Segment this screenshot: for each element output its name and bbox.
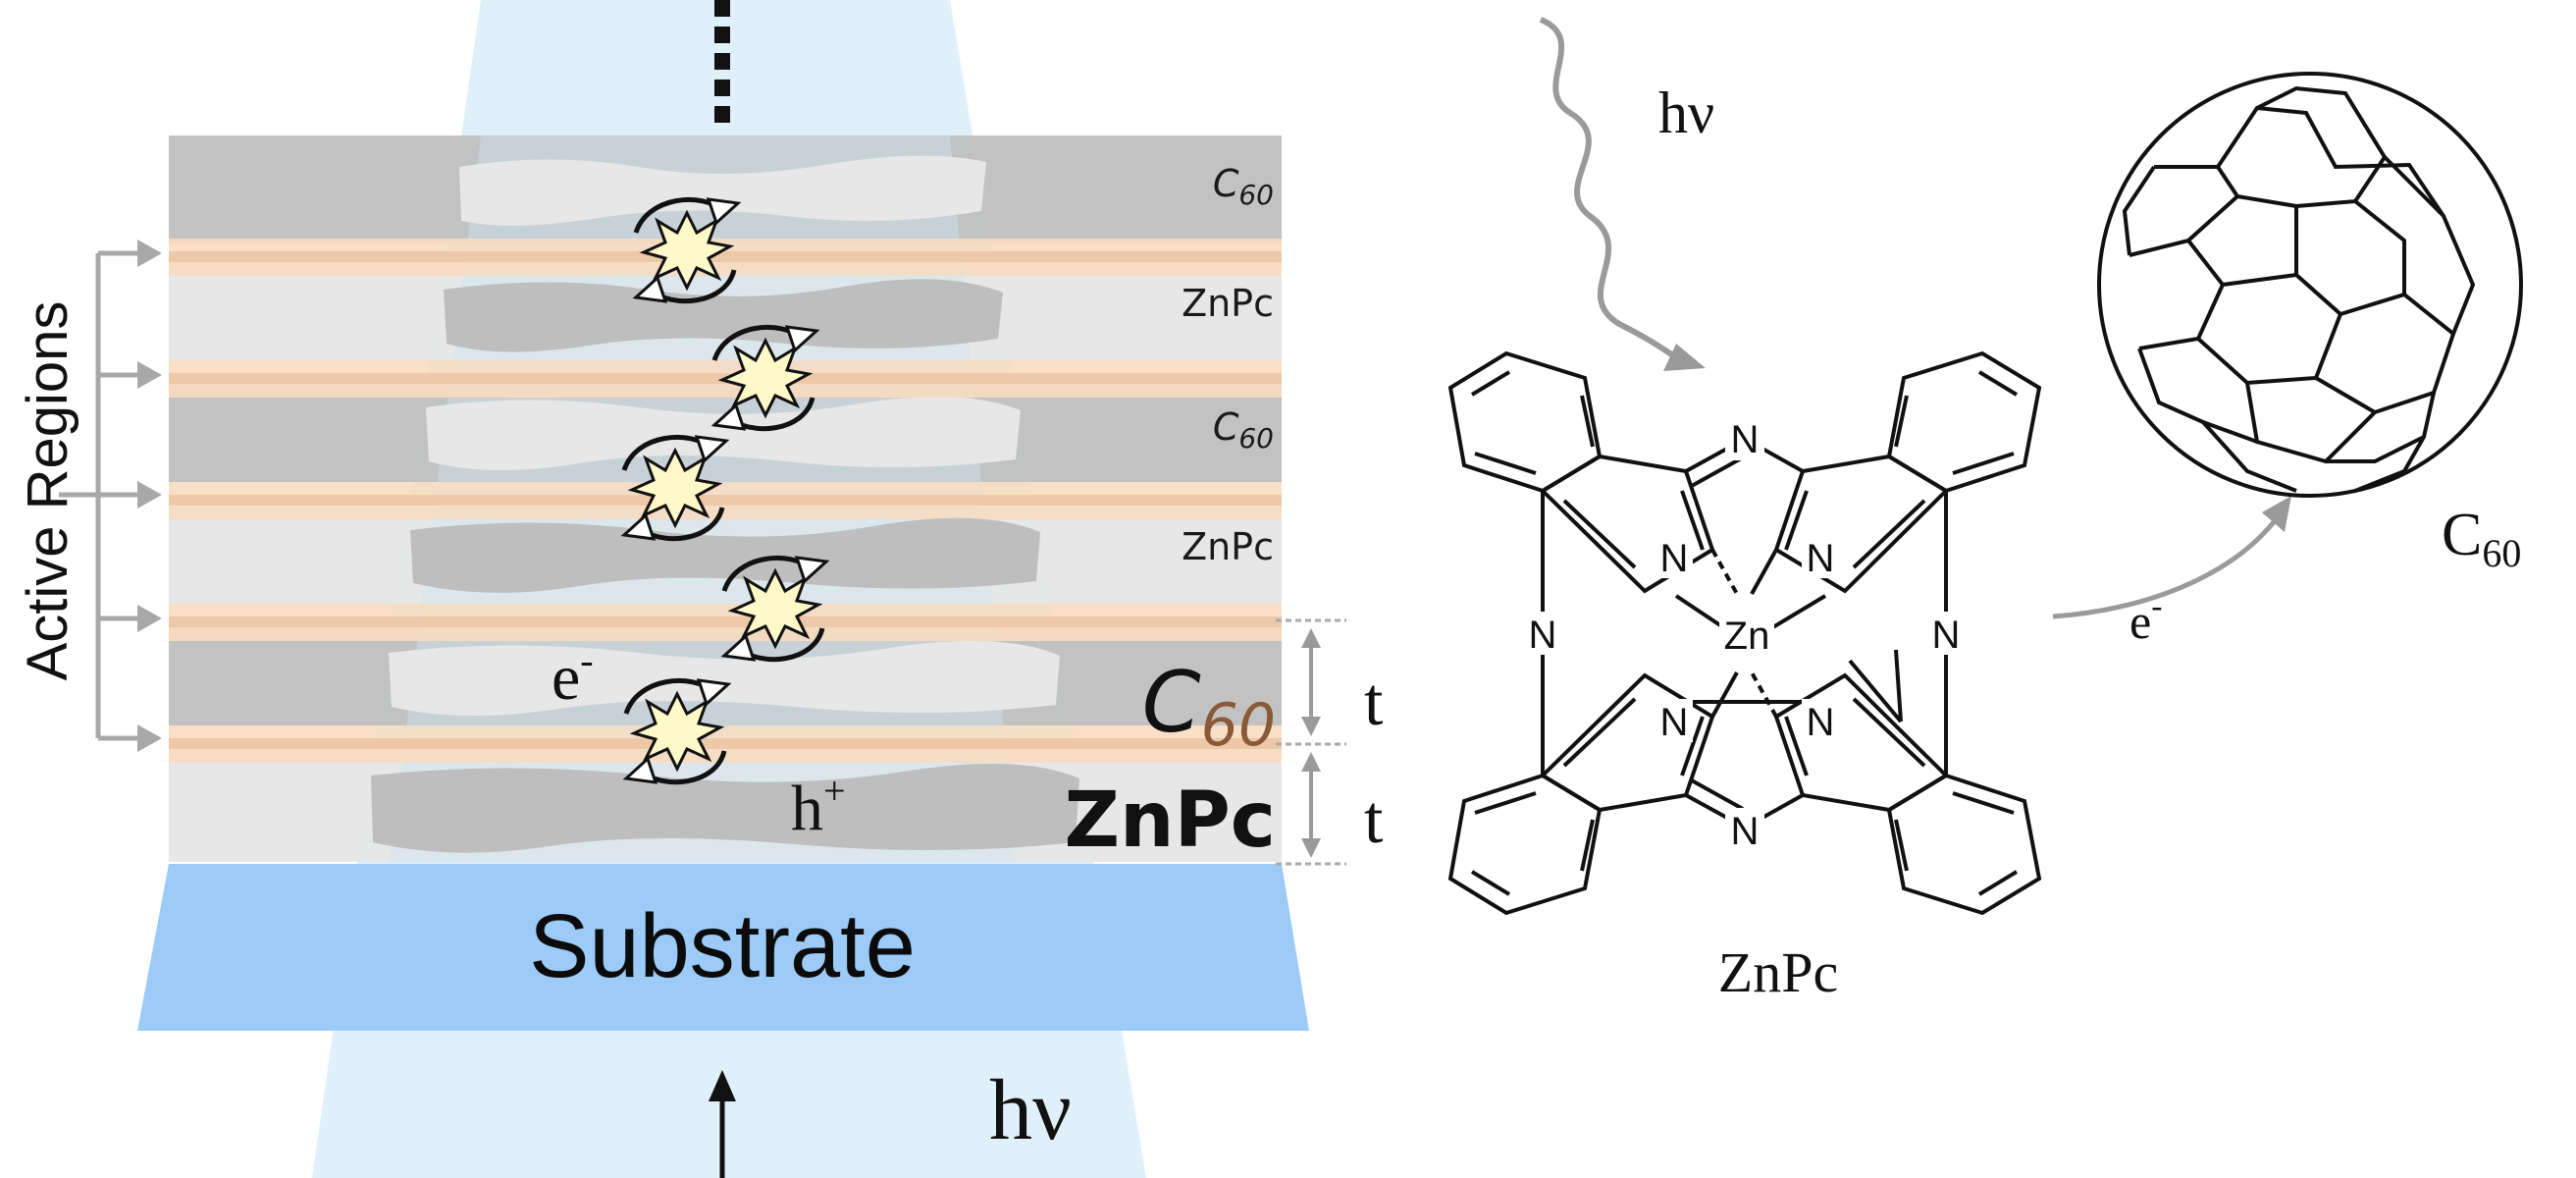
atom-n: N <box>1660 537 1689 580</box>
device-stack-panel: Substrate hν C60 ZnPc C60 ZnPc C60 ZnPc <box>16 0 1384 1178</box>
exciton-burst <box>710 325 820 432</box>
atom-n: N <box>1807 701 1835 744</box>
exciton-burst <box>620 435 730 542</box>
exciton-burst <box>632 197 742 304</box>
thickness-label-znpc: t <box>1364 782 1384 858</box>
hole-label: h+ <box>791 769 846 844</box>
incident-light-arrow <box>709 1070 736 1178</box>
atom-zn: Zn <box>1724 615 1770 658</box>
c60-molecule <box>2097 72 2523 498</box>
active-regions-label: Active Regions <box>16 301 79 681</box>
layer-labels: C60 ZnPc C60 ZnPc <box>1182 162 1274 568</box>
layer-label-c60: C60 <box>1213 405 1274 455</box>
domain-bands <box>371 155 1079 853</box>
molecule-light-label: hν <box>1658 80 1714 145</box>
big-label-znpc: ZnPc <box>1065 776 1277 865</box>
electron-label: e- <box>552 638 594 714</box>
c60-molecule-label: C60 <box>2442 502 2521 575</box>
active-regions-bracket <box>59 240 162 752</box>
big-label-c60: C60 <box>1142 654 1276 760</box>
layer-label-c60: C60 <box>1213 162 1274 211</box>
domain-band <box>389 640 1060 717</box>
layer-label-znpc: ZnPc <box>1182 282 1274 325</box>
incident-light-label: hν <box>989 1063 1072 1158</box>
layer-label-znpc: ZnPc <box>1182 525 1274 568</box>
exciton-bursts <box>620 197 830 785</box>
molecule-light-arrow <box>1539 17 1706 371</box>
exciton-burst <box>720 556 830 663</box>
thickness-label-c60: t <box>1364 665 1384 740</box>
znpc-molecule-label: ZnPc <box>1718 940 1838 1004</box>
domain-band <box>410 517 1040 593</box>
atom-n: N <box>1807 537 1835 580</box>
atom-n: N <box>1731 418 1760 461</box>
domain-band <box>426 397 1021 471</box>
pyrrole-ring <box>1773 454 1950 594</box>
atom-n: N <box>1731 810 1760 853</box>
domain-band <box>371 763 1079 853</box>
substrate <box>137 864 1309 1031</box>
atom-n: N <box>1529 614 1557 657</box>
atom-labels: N N N N N N N N Zn <box>1522 417 1967 853</box>
atom-n: N <box>1660 701 1689 744</box>
substrate-label: Substrate <box>529 896 916 996</box>
interface-bands <box>169 239 1282 763</box>
domain-band <box>444 279 1003 352</box>
electron-transfer-label: e- <box>2129 588 2163 649</box>
electron-transfer-arrow <box>2052 496 2291 619</box>
pyrrole-ring <box>1539 672 1715 813</box>
pyrrole-ring <box>1773 672 1950 813</box>
molecule-panel: hν <box>1447 17 2523 1004</box>
exciton-burst <box>622 678 732 785</box>
domain-band <box>459 155 986 226</box>
atom-n: N <box>1932 614 1961 657</box>
thickness-markers <box>1276 618 1346 866</box>
